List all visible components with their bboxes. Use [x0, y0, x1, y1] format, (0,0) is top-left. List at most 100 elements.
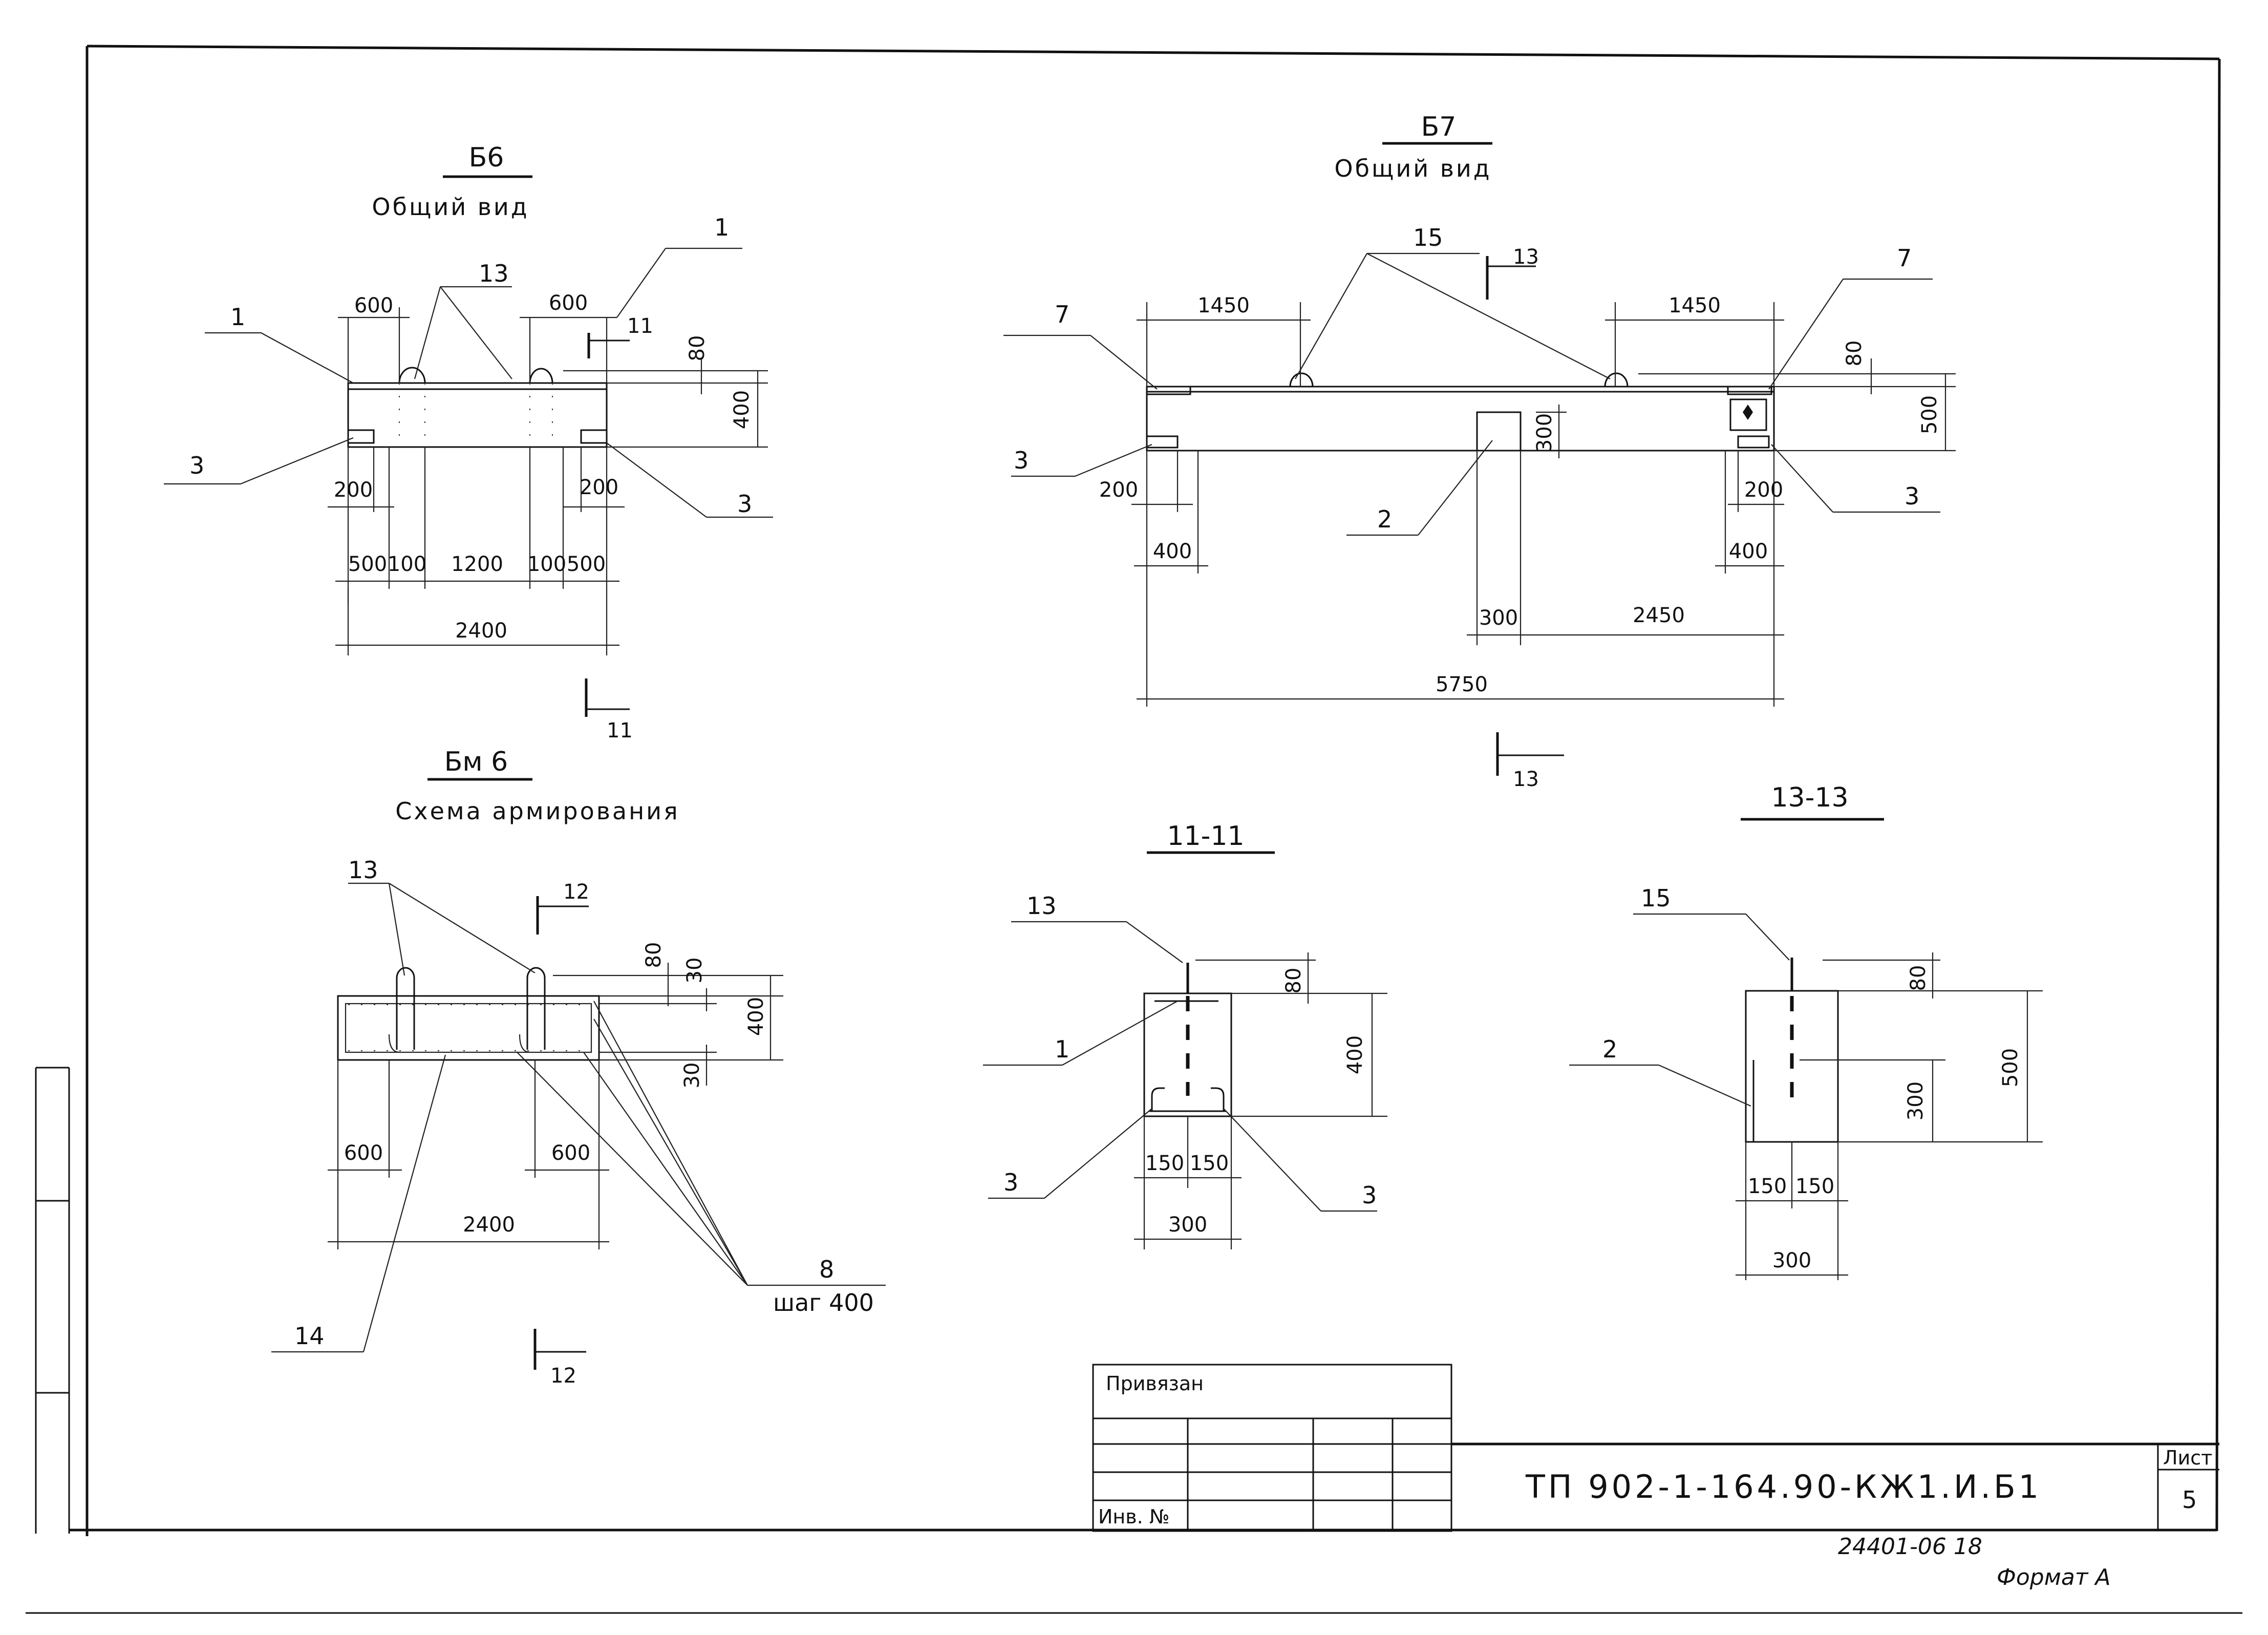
svg-text:300: 300: [1168, 1213, 1207, 1237]
svg-text:2400: 2400: [455, 619, 507, 643]
b7-general-view: Б7 Общий вид 1450 1450 80 500 300: [1003, 112, 1956, 791]
svg-text:13: 13: [348, 856, 378, 884]
svg-text:150: 150: [1190, 1152, 1229, 1175]
svg-text:2450: 2450: [1633, 604, 1685, 627]
svg-text:200: 200: [1099, 478, 1138, 502]
svg-text:15: 15: [1641, 884, 1671, 912]
svg-text:600: 600: [549, 291, 588, 315]
svg-text:8: 8: [819, 1256, 834, 1283]
sheet-number: 5: [2182, 1486, 2197, 1514]
svg-text:1200: 1200: [451, 553, 503, 576]
svg-text:1450: 1450: [1197, 294, 1250, 317]
svg-text:500: 500: [1999, 1048, 2022, 1087]
svg-text:12: 12: [563, 880, 589, 904]
svg-text:1: 1: [230, 303, 245, 331]
s13-title: 13-13: [1771, 782, 1848, 813]
svg-text:13: 13: [1513, 245, 1539, 269]
bm6-reinforcement-scheme: Бм 6 Схема армирования 80 30 400 30 600 …: [271, 747, 886, 1388]
svg-text:2: 2: [1602, 1035, 1617, 1063]
svg-text:200: 200: [334, 478, 373, 502]
b6-title: Б6: [469, 142, 504, 173]
svg-text:1: 1: [714, 214, 729, 241]
sheet-label: Лист: [2163, 1447, 2212, 1469]
svg-text:300: 300: [1479, 606, 1518, 630]
archive-number: 24401-06 18: [1838, 1534, 1982, 1560]
svg-text:13: 13: [1026, 892, 1057, 920]
svg-text:12: 12: [550, 1364, 576, 1388]
svg-text:100: 100: [527, 553, 566, 576]
title-block: Привязан Инв. № ТП 902-1-164.90-КЖ1.И.Б1…: [1092, 1364, 2219, 1532]
svg-text:3: 3: [189, 452, 204, 479]
b6-loop-right: [529, 368, 553, 384]
svg-text:3: 3: [1003, 1169, 1018, 1196]
b7-title: Б7: [1421, 112, 1457, 142]
svg-text:400: 400: [1153, 540, 1192, 563]
svg-text:600: 600: [551, 1141, 590, 1165]
drawing-code: ТП 902-1-164.90-КЖ1.И.Б1: [1525, 1468, 2042, 1505]
svg-text:80: 80: [1843, 341, 1866, 367]
svg-text:15: 15: [1413, 224, 1443, 251]
b6-beam: [347, 382, 608, 448]
svg-text:600: 600: [344, 1141, 383, 1165]
svg-text:11: 11: [607, 719, 633, 742]
svg-text:80: 80: [642, 942, 666, 968]
svg-text:3: 3: [1014, 447, 1029, 474]
b7-subtitle: Общий вид: [1334, 155, 1491, 182]
svg-text:13: 13: [479, 260, 509, 287]
svg-text:14: 14: [294, 1322, 325, 1350]
b7-beam: [1146, 386, 1775, 452]
svg-text:200: 200: [1744, 478, 1783, 502]
svg-text:30: 30: [683, 958, 707, 984]
b7-loop-right: [1604, 372, 1629, 387]
svg-text:300: 300: [1904, 1081, 1928, 1120]
svg-text:400: 400: [1343, 1035, 1367, 1074]
svg-text:100: 100: [388, 553, 426, 576]
svg-text:300: 300: [1533, 413, 1556, 452]
bm6-title: Бм 6: [444, 747, 508, 777]
svg-text:2400: 2400: [463, 1213, 515, 1237]
section-11-11: 11-11 80 400 150 150 300 13 1 3 3: [983, 821, 1387, 1249]
svg-text:5750: 5750: [1436, 673, 1488, 696]
svg-text:13: 13: [1513, 768, 1539, 791]
s11-title: 11-11: [1167, 821, 1244, 852]
svg-text:600: 600: [354, 294, 393, 317]
svg-text:200: 200: [580, 476, 618, 499]
svg-text:150: 150: [1748, 1175, 1787, 1198]
svg-text:шаг 400: шаг 400: [773, 1289, 874, 1317]
b6-subtitle: Общий вид: [372, 193, 529, 221]
svg-text:80: 80: [1282, 968, 1306, 994]
stamp-inventory: Инв. №: [1098, 1505, 1169, 1528]
sheet-frame: [26, 45, 2242, 1614]
svg-text:1: 1: [1055, 1035, 1069, 1063]
svg-text:400: 400: [730, 390, 754, 429]
svg-text:400: 400: [744, 997, 768, 1036]
svg-text:500: 500: [567, 553, 606, 576]
section-13-13: 13-13 80 500 300 150 150 300 15 2: [1569, 782, 2043, 1280]
svg-text:3: 3: [1905, 482, 1919, 510]
svg-text:3: 3: [1362, 1181, 1377, 1209]
svg-text:3: 3: [737, 490, 752, 518]
stamp-attached: Привязан: [1106, 1372, 1204, 1395]
svg-text:11: 11: [627, 314, 653, 338]
bm6-beam: [337, 995, 600, 1061]
svg-text:150: 150: [1795, 1175, 1834, 1198]
bm6-loop-left: [396, 967, 415, 1050]
svg-text:30: 30: [680, 1063, 704, 1089]
svg-text:7: 7: [1897, 244, 1912, 272]
svg-text:1450: 1450: [1668, 294, 1721, 317]
svg-text:80: 80: [1907, 965, 1930, 991]
bm6-subtitle: Схема армирования: [395, 797, 679, 825]
b7-opening: [1476, 411, 1522, 452]
svg-text:80: 80: [686, 335, 709, 362]
svg-text:400: 400: [1729, 540, 1768, 563]
svg-text:150: 150: [1145, 1152, 1184, 1175]
svg-text:7: 7: [1055, 301, 1069, 328]
svg-text:2: 2: [1377, 505, 1392, 533]
b6-loop-left: [398, 367, 426, 384]
svg-text:500: 500: [348, 553, 387, 576]
b7-loop-left: [1289, 372, 1314, 387]
svg-text:300: 300: [1772, 1249, 1811, 1272]
b6-general-view: Б6 Общий вид 600 600 80 400 200 20: [164, 142, 773, 742]
